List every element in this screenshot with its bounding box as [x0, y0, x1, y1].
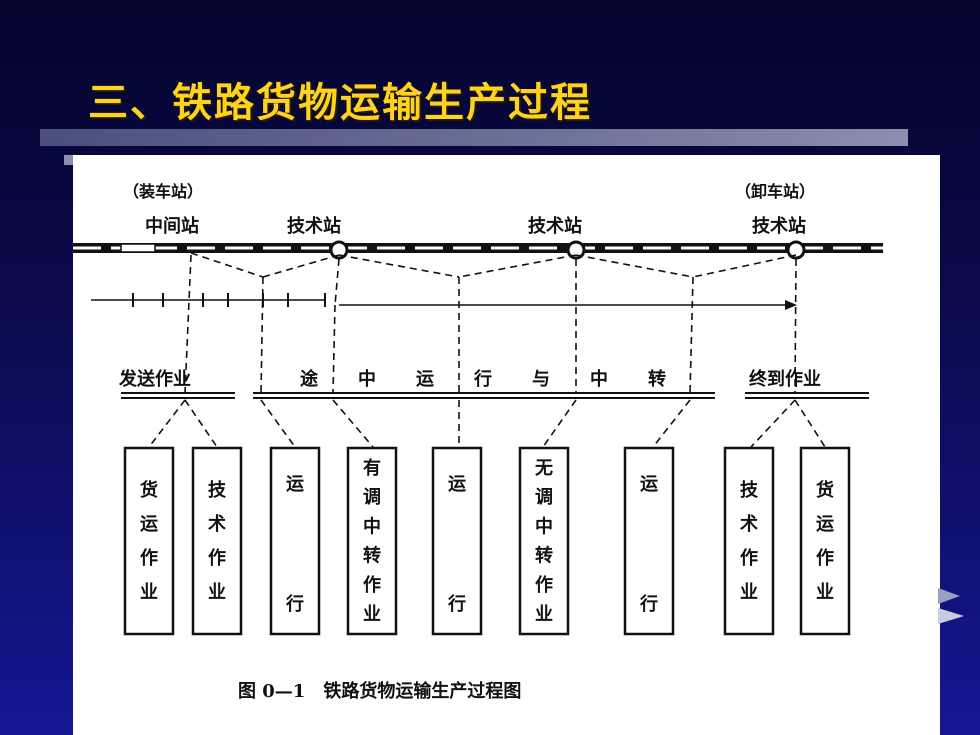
process-diagram: （装车站） （卸车站） 中间站 技术站 技术站 技术站 — [73, 182, 883, 702]
phase-label-departure: 发送作业 — [118, 368, 191, 390]
station-connectors — [184, 252, 797, 394]
diagram-caption: 图 0—1 铁路货物运输生产过程图 — [238, 680, 521, 702]
task-box-char: 货 — [140, 479, 158, 501]
phase-label-arrival: 终到作业 — [749, 368, 821, 390]
task-box-char: 转 — [535, 545, 553, 567]
task-box: 运行 — [431, 446, 483, 636]
task-box-char: 中 — [535, 515, 553, 537]
task-box-char: 作 — [140, 547, 158, 569]
svg-text:行: 行 — [473, 368, 492, 390]
station-marker-technical-3 — [786, 240, 806, 260]
task-box-char: 技 — [740, 479, 759, 501]
train-movement-line — [91, 293, 797, 310]
station-label-intermediate: 中间站 — [145, 215, 199, 237]
svg-text:与: 与 — [532, 369, 550, 390]
task-box-char: 运 — [140, 514, 158, 535]
task-box-char: 业 — [140, 582, 158, 603]
station-marker-technical-1 — [329, 240, 349, 260]
task-box-char: 作 — [535, 574, 553, 596]
task-box-char: 运 — [448, 474, 466, 495]
loading-station-label: （装车站） — [123, 182, 203, 201]
svg-text:转: 转 — [648, 368, 666, 390]
decorative-arrows — [938, 588, 964, 624]
svg-text:中: 中 — [590, 368, 608, 390]
task-box-char: 作 — [363, 574, 381, 596]
task-box-char: 运 — [816, 514, 834, 535]
station-label-technical-1: 技术站 — [287, 215, 341, 237]
task-box-char: 作 — [208, 547, 226, 569]
svg-text:运: 运 — [416, 369, 434, 390]
task-box-char: 业 — [535, 604, 553, 625]
task-box-char: 作 — [740, 547, 758, 569]
phase-label-transit: 途 中 运 行 与 中 转 — [300, 368, 666, 390]
task-box-char: 技 — [208, 479, 227, 501]
task-box-char: 行 — [447, 593, 466, 615]
task-box-char: 运 — [640, 474, 658, 495]
slide-title: 三、铁路货物运输生产过程 — [88, 80, 592, 126]
unloading-station-label: （卸车站） — [735, 182, 815, 201]
task-box-char: 术 — [740, 513, 758, 535]
task-connectors — [148, 399, 826, 448]
task-box-char: 无 — [535, 458, 553, 479]
svg-text:途: 途 — [300, 368, 319, 390]
task-box: 运行 — [269, 446, 321, 636]
task-box-char: 调 — [535, 487, 553, 508]
phase-underlines — [121, 392, 869, 399]
task-box-char: 业 — [363, 604, 381, 625]
svg-text:中: 中 — [358, 368, 376, 390]
title-underline-bar — [40, 129, 908, 146]
task-box-char: 作 — [816, 547, 834, 569]
station-label-technical-2: 技术站 — [528, 215, 582, 237]
railway-track — [73, 243, 883, 253]
task-box-char: 行 — [285, 593, 304, 615]
task-box-char: 行 — [639, 593, 658, 615]
task-box-char: 有 — [363, 457, 381, 479]
task-box-char: 运 — [286, 474, 304, 495]
task-box-char: 调 — [363, 487, 381, 508]
task-box-char: 中 — [363, 515, 381, 537]
task-box-char: 转 — [363, 545, 381, 567]
decorative-square — [64, 155, 74, 165]
task-box-char: 术 — [208, 513, 226, 535]
task-box-char: 业 — [816, 582, 834, 603]
task-box-char: 业 — [208, 582, 226, 603]
task-box-char: 业 — [740, 582, 758, 603]
station-label-technical-3: 技术站 — [752, 215, 806, 237]
task-box-char: 货 — [816, 479, 834, 501]
diagram-panel: （装车站） （卸车站） 中间站 技术站 技术站 技术站 — [73, 155, 940, 735]
task-box: 运行 — [623, 446, 675, 636]
station-marker-technical-2 — [566, 240, 586, 260]
